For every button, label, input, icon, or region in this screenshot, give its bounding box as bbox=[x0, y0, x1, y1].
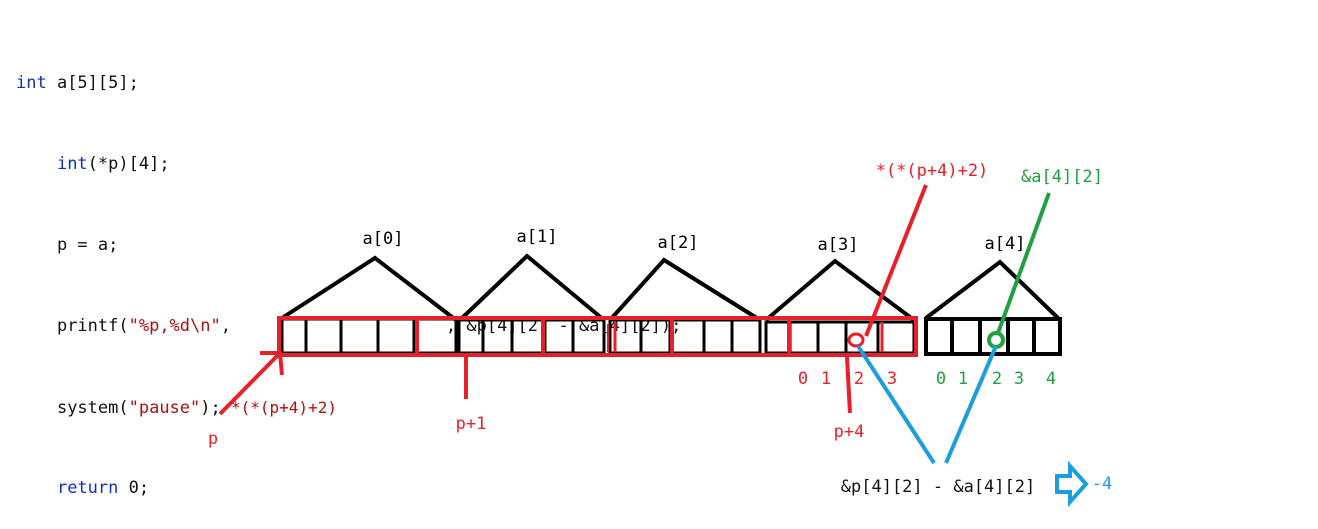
result-value: -4 bbox=[1092, 474, 1112, 494]
bottom-expression: &p[4][2] - &a[4][2] bbox=[841, 477, 1035, 497]
red-target-marker bbox=[847, 332, 865, 348]
fan-a3 bbox=[764, 258, 916, 322]
row-label-a0: a[0] bbox=[363, 229, 404, 249]
keyword: return bbox=[56, 478, 119, 498]
red-pointer-groups bbox=[277, 316, 918, 357]
code-text: (*p)[4]; bbox=[87, 154, 170, 174]
code-line-6: return 0; bbox=[16, 475, 681, 502]
green-index-4: 4 bbox=[1046, 369, 1056, 389]
fan-a2 bbox=[608, 257, 762, 322]
code-text: 0; bbox=[118, 478, 150, 498]
code-line-3: p = a; bbox=[16, 232, 681, 259]
keyword: int bbox=[56, 154, 88, 174]
keyword: int bbox=[16, 73, 47, 93]
result-arrow-icon bbox=[1055, 460, 1089, 508]
code-line-2: int(*p)[4]; bbox=[16, 151, 681, 178]
green-index-0: 0 bbox=[936, 369, 946, 389]
code-text: , bbox=[220, 316, 231, 336]
row-label-a4: a[4] bbox=[985, 234, 1026, 254]
label-p: p bbox=[208, 429, 218, 449]
code-line-1: int a[5][5]; bbox=[16, 70, 681, 97]
fan-a4 bbox=[924, 259, 1060, 320]
row-fans bbox=[280, 253, 1060, 322]
label-p1: p+1 bbox=[456, 414, 487, 434]
code-text: a[5][5]; bbox=[46, 73, 139, 93]
green-index-3: 3 bbox=[1014, 369, 1024, 389]
pointer-p4-line bbox=[845, 356, 852, 414]
fan-a1 bbox=[458, 253, 606, 322]
string-literal: "pause" bbox=[128, 398, 201, 418]
red-index-3: 3 bbox=[887, 369, 897, 389]
row-label-a2: a[2] bbox=[658, 233, 699, 253]
red-outer-box bbox=[277, 316, 918, 357]
green-index-1: 1 bbox=[958, 369, 968, 389]
row-label-a3: a[3] bbox=[818, 235, 859, 255]
green-target-marker bbox=[987, 331, 1005, 349]
red-index-2: 2 bbox=[854, 369, 864, 389]
fan-a0 bbox=[280, 255, 458, 322]
annotation-red-label: *(*(p+4)+2) bbox=[876, 161, 989, 181]
code-line-5: system("pause"); *(*(p+4)+2) bbox=[16, 394, 681, 421]
red-index-0: 0 bbox=[798, 369, 808, 389]
memory-diagram: a[0] a[1] a[2] a[3] a[4] bbox=[208, 161, 1112, 508]
black-cells bbox=[280, 317, 916, 355]
string-literal: "%p,%d\n" bbox=[128, 316, 221, 336]
label-p4: p+4 bbox=[834, 422, 865, 442]
row-label-a1: a[1] bbox=[517, 227, 558, 247]
annotation-green-label: &a[4][2] bbox=[1021, 167, 1103, 187]
row-a1-box bbox=[457, 318, 606, 355]
annotation-green-line bbox=[996, 192, 1051, 334]
inline-annotation: *(*(p+4)+2) bbox=[231, 398, 337, 417]
red-index-1: 1 bbox=[821, 369, 831, 389]
row-a2-box bbox=[608, 318, 762, 355]
code-text: printf( bbox=[56, 316, 129, 336]
blue-connector bbox=[856, 344, 998, 465]
code-text: p = a; bbox=[56, 235, 119, 255]
green-index-2: 2 bbox=[992, 369, 1002, 389]
code-text: ); bbox=[200, 398, 221, 418]
row-a0-box bbox=[280, 317, 458, 355]
pointer-p-arrow bbox=[218, 351, 284, 416]
code-text: system( bbox=[56, 398, 129, 418]
annotation-red-line bbox=[864, 184, 928, 337]
